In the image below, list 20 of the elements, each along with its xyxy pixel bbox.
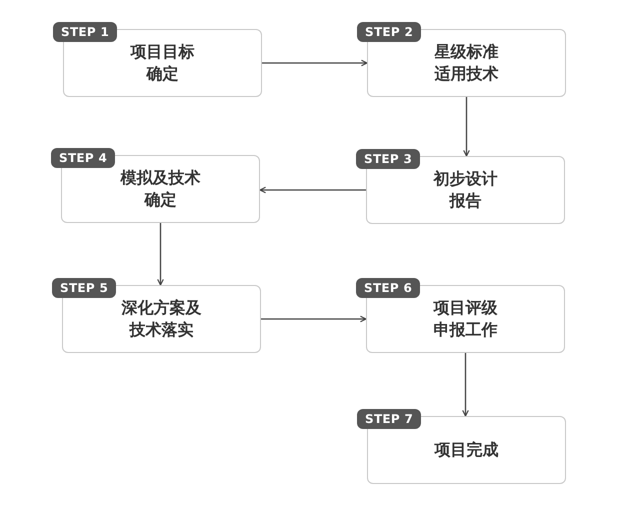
step-badge: STEP 2 <box>357 22 422 42</box>
arrow <box>261 316 367 322</box>
step-title: 初步设计报告 <box>432 168 498 212</box>
step-badge: STEP 7 <box>357 409 422 429</box>
step-badge: STEP 5 <box>52 278 116 298</box>
step-badge: STEP 6 <box>356 278 420 298</box>
arrow <box>259 186 366 194</box>
arrow <box>463 97 470 157</box>
step-badge: STEP 4 <box>51 148 116 168</box>
step-title: 深化方案及技术落实 <box>120 297 202 341</box>
step-badge: STEP 1 <box>53 22 118 42</box>
step-title: 项目评级申报工作 <box>432 297 498 341</box>
step-title: 星级标准适用技术 <box>433 41 500 85</box>
step-title: 项目完成 <box>434 439 498 461</box>
arrow <box>157 223 164 286</box>
step-title: 项目目标确定 <box>129 41 196 85</box>
arrow <box>262 60 368 66</box>
step-badge: STEP 3 <box>356 149 420 169</box>
arrow <box>462 353 469 417</box>
step-title: 模拟及技术确定 <box>119 167 202 211</box>
